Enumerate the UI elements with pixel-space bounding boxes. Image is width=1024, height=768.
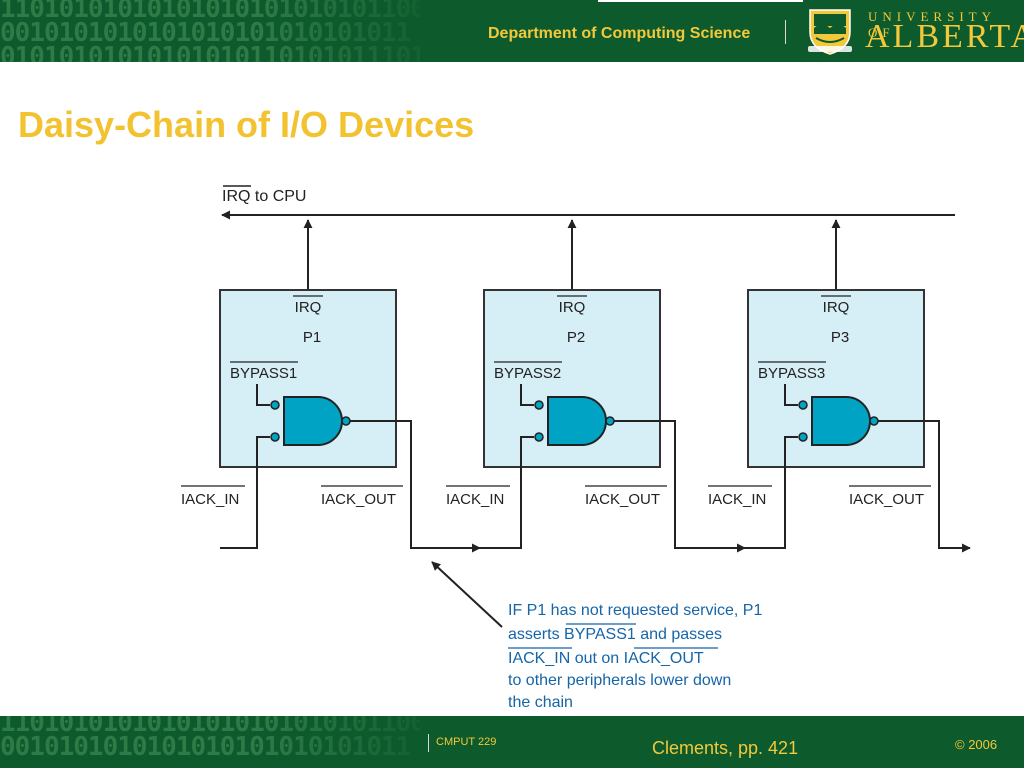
iack-in-label-p1: IACK_IN xyxy=(181,491,239,508)
department-name: Department of Computing Science xyxy=(488,25,751,42)
device-p1: IRQ P1 BYPASS1 IACK_IN IACK_OUT xyxy=(181,219,403,508)
header-divider xyxy=(785,20,786,44)
footer-divider xyxy=(428,734,429,752)
slide-title: Daisy-Chain of I/O Devices xyxy=(18,104,475,145)
copyright-notice: © 2006 xyxy=(955,737,998,752)
device-name-p1: P1 xyxy=(303,329,321,346)
note-line-4: to other peripherals lower down xyxy=(508,672,731,689)
nand-gate-p1 xyxy=(283,396,343,446)
iack-out-label-p1: IACK_OUT xyxy=(321,491,396,508)
note-line-2: asserts BYPASS1 and passes xyxy=(508,626,722,643)
note-line-5: the chain xyxy=(508,694,573,711)
university-of-label: UNIVERSITY OF xyxy=(868,9,996,40)
device-name-p3: P3 xyxy=(831,329,849,346)
irq-label-p1: IRQ xyxy=(295,299,322,316)
nand-gate-p3 xyxy=(811,396,871,446)
iack-in-label-p2: IACK_IN xyxy=(446,491,504,508)
device-p2: IRQ P2 BYPASS2 IACK_IN IACK_OUT xyxy=(446,219,667,508)
note-pointer-arrow xyxy=(431,561,503,628)
iack-in-label-p3: IACK_IN xyxy=(708,491,766,508)
source-reference: Clements, pp. 421 xyxy=(652,738,799,758)
device-name-p2: P2 xyxy=(567,329,585,346)
iack-in-wire-p1 xyxy=(220,436,270,549)
footer-banner: 1101010101010101010101010110001 10 1101 … xyxy=(0,716,1024,768)
bypass-label-p2: BYPASS2 xyxy=(494,365,561,382)
course-code: CMPUT 229 xyxy=(436,736,497,748)
university-crest-icon xyxy=(808,9,852,55)
bypass-label-p1: BYPASS1 xyxy=(230,365,297,382)
irq-label-p2: IRQ xyxy=(559,299,586,316)
header-top-rule xyxy=(598,0,803,2)
university-name: ALBERTA xyxy=(865,18,1024,55)
annotation-note: IF P1 has not requested service, P1 asse… xyxy=(508,602,762,711)
iack-out-wire-p1 xyxy=(350,420,481,553)
iack-in-wire-p3 xyxy=(745,436,798,549)
note-line-1: IF P1 has not requested service, P1 xyxy=(508,602,762,619)
note-line-3: IACK_IN out on IACK_OUT xyxy=(508,650,704,667)
device-p3: IRQ P3 BYPASS3 IACK_IN IACK_OUT xyxy=(708,219,931,508)
iack-out-wire-p3 xyxy=(878,420,971,553)
iack-out-label-p3: IACK_OUT xyxy=(849,491,924,508)
bypass-label-p3: BYPASS3 xyxy=(758,365,825,382)
bus-label: IRQ to CPU xyxy=(222,188,306,205)
header-banner: 1101010101010101010101010110001 10 1101 … xyxy=(0,0,1024,62)
iack-in-wire-p2 xyxy=(480,436,534,549)
nand-gate-p2 xyxy=(547,396,607,446)
iack-out-label-p2: IACK_OUT xyxy=(585,491,660,508)
irq-label-p3: IRQ xyxy=(823,299,850,316)
iack-out-wire-p2 xyxy=(614,420,746,553)
